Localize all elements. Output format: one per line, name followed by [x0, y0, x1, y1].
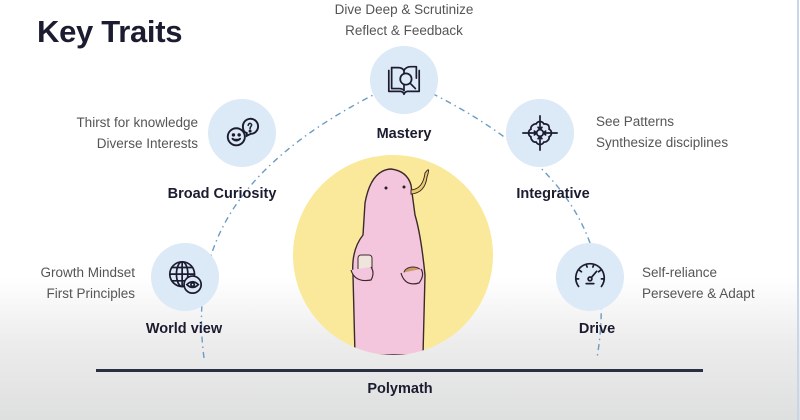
globe-eye-icon: [168, 260, 203, 295]
window-edge: [797, 0, 799, 420]
face-question-bubble-icon: [226, 117, 260, 147]
drive-desc-line-2: Persevere & Adapt: [642, 286, 755, 301]
book-search-icon: [387, 65, 421, 96]
slide-title: Key Traits: [37, 14, 183, 49]
integrative-node: [506, 99, 574, 167]
polymath-label: Polymath: [367, 381, 433, 397]
integrative-label: Integrative: [516, 186, 590, 202]
speedometer-icon: [574, 262, 606, 288]
world-view-desc-line-1: Growth Mindset: [40, 265, 135, 280]
broad-curiosity-label: Broad Curiosity: [167, 186, 277, 202]
pink-creature-illustration: [350, 168, 430, 355]
baseline-divider: [96, 369, 703, 372]
integrative-desc-line-2: Synthesize disciplines: [596, 135, 729, 150]
integrative-description: See Patterns Synthesize disciplines: [596, 111, 728, 153]
integrative-desc-line-1: See Patterns: [596, 114, 675, 129]
drive-label: Drive: [578, 321, 616, 337]
drive-description: Self-reliance Persevere & Adapt: [642, 262, 755, 304]
mastery-desc-line-1: Dive Deep & Scrutinize: [334, 2, 474, 17]
broad-curiosity-description: Thirst for knowledge Diverse Interests: [76, 112, 198, 154]
broad-curiosity-desc-line-1: Thirst for knowledge: [76, 115, 198, 130]
world-view-label: World view: [145, 321, 223, 337]
mastery-node: [370, 46, 438, 114]
drive-node: [556, 243, 624, 311]
world-view-node: [151, 243, 219, 311]
broad-curiosity-node: [208, 99, 276, 167]
drive-desc-line-1: Self-reliance: [642, 265, 718, 280]
broad-curiosity-desc-line-2: Diverse Interests: [96, 136, 198, 151]
mastery-label: Mastery: [376, 126, 432, 142]
world-view-desc-line-2: First Principles: [46, 286, 135, 301]
mastery-desc-line-2: Reflect & Feedback: [345, 23, 463, 38]
world-view-description: Growth Mindset First Principles: [40, 262, 135, 304]
hero-illustration: [293, 155, 493, 355]
converge-gear-icon: [522, 115, 558, 151]
mastery-description: Dive Deep & Scrutinize Reflect & Feedbac…: [335, 0, 474, 41]
